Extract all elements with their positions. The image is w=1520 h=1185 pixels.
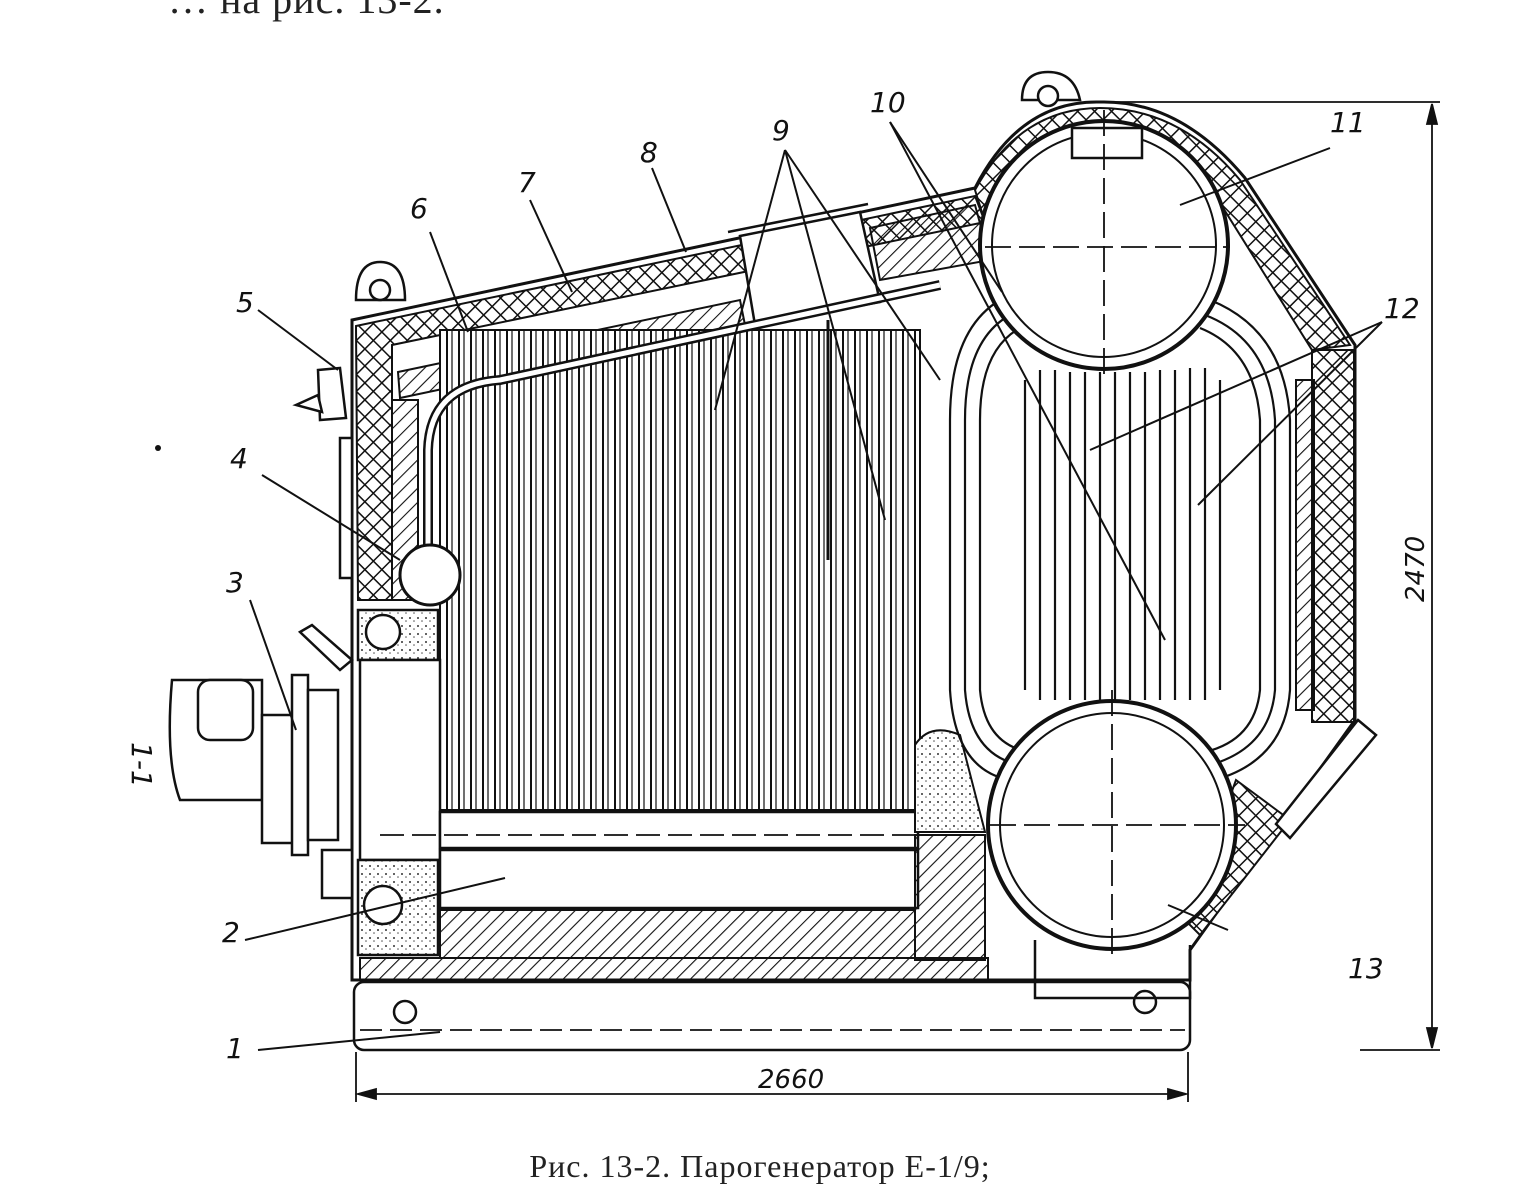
callout-11: 11 xyxy=(1330,106,1366,139)
callout-10: 10 xyxy=(870,86,906,119)
section-mark: 1-1 xyxy=(125,742,158,788)
dimension-height-label: 2470 xyxy=(1401,536,1431,602)
callout-7: 7 xyxy=(518,166,536,199)
leader-lines xyxy=(244,121,1383,1051)
callout-12: 12 xyxy=(1384,292,1420,325)
top-text-fragment: … на рис. 13-2. xyxy=(168,0,445,23)
base-frame xyxy=(352,980,1192,1052)
callout-4: 4 xyxy=(230,442,248,475)
front-collector xyxy=(356,608,442,957)
lifting-eyes xyxy=(354,70,1082,302)
callout-5: 5 xyxy=(236,286,254,319)
header-4 xyxy=(398,543,462,607)
callout-1: 1 xyxy=(226,1032,244,1065)
lower-drum xyxy=(986,690,1245,1000)
convection-bundle xyxy=(948,298,1292,782)
burner xyxy=(168,366,354,900)
dimension-height xyxy=(1100,101,1440,1051)
figure-caption: Рис. 13-2. Парогенератор Е-1/9; xyxy=(529,1148,991,1184)
callout-8: 8 xyxy=(640,136,658,169)
brick-floor xyxy=(359,729,989,981)
dimension-width-label: 2660 xyxy=(758,1065,824,1095)
speck xyxy=(155,445,161,451)
callout-6: 6 xyxy=(410,192,428,225)
upper-drum xyxy=(978,110,1230,380)
dimension-width xyxy=(354,1052,1190,1102)
callout-3: 3 xyxy=(226,566,244,599)
callout-13: 13 xyxy=(1348,952,1384,985)
lower-pipes xyxy=(380,810,1240,910)
right-flange xyxy=(1274,718,1378,840)
callout-9: 9 xyxy=(772,114,790,147)
tube-bank xyxy=(439,329,921,811)
callout-2: 2 xyxy=(222,916,240,949)
